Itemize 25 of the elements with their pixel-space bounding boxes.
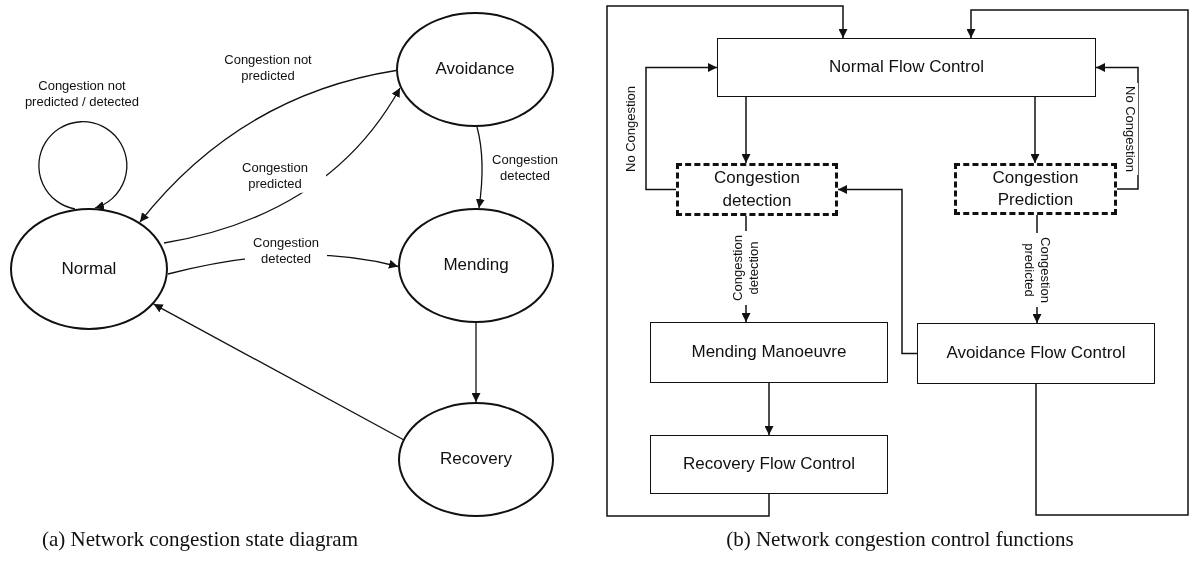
- arrow: [475, 126, 485, 209]
- arrow: [645, 63, 718, 191]
- process-box: Normal Flow Control: [717, 38, 1096, 97]
- arrow: [741, 96, 751, 164]
- state-ellipse: Recovery: [398, 402, 554, 517]
- check-box: Congestion Prediction: [954, 163, 1117, 215]
- state-ellipse: Normal: [10, 208, 168, 330]
- arrow: [163, 87, 401, 244]
- process-box: Recovery Flow Control: [650, 435, 888, 494]
- state-ellipse: Mending: [398, 208, 554, 323]
- arrow: [38, 121, 128, 210]
- arrow: [966, 9, 1189, 516]
- arrow: [1030, 96, 1040, 164]
- process-box: Mending Manoeuvre: [650, 322, 888, 383]
- arrow: [764, 382, 774, 436]
- figure-caption: (a) Network congestion state diagram: [41, 527, 359, 552]
- edge-label: No Congestion: [1121, 83, 1139, 175]
- figure-caption: (b) Network congestion control functions: [726, 527, 1074, 552]
- arrow: [139, 69, 397, 223]
- check-box: Congestion detection: [676, 163, 838, 216]
- arrow: [606, 5, 848, 517]
- process-box: Avoidance Flow Control: [917, 323, 1155, 384]
- state-ellipse: Avoidance: [396, 12, 554, 127]
- arrow: [471, 322, 481, 403]
- arrow: [837, 185, 918, 355]
